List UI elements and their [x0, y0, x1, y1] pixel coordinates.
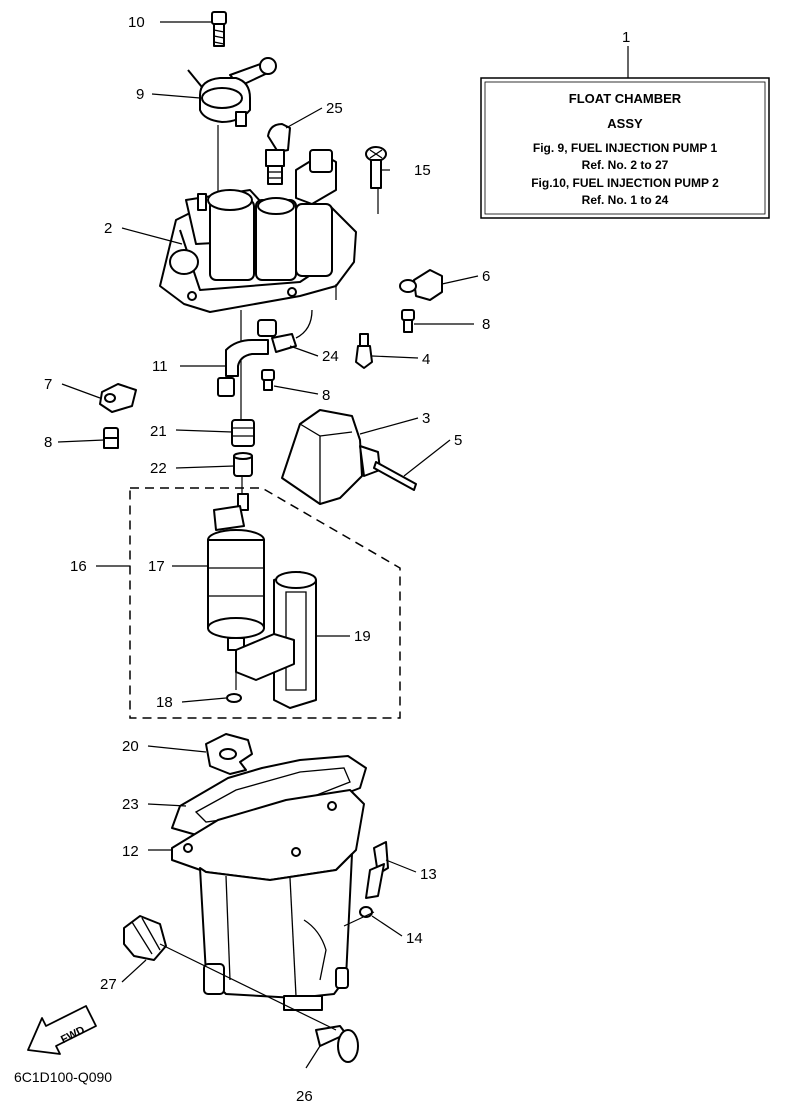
part-13-screw	[365, 841, 389, 899]
part-25-fitting	[265, 123, 291, 185]
part-21-grommet	[231, 419, 255, 447]
callout-6: 6	[482, 268, 490, 285]
part-6-clip	[399, 269, 443, 301]
callout-15: 15	[414, 162, 431, 179]
callout-25: 25	[326, 100, 343, 117]
callout-23: 23	[122, 796, 139, 813]
part-22-collar	[233, 452, 253, 477]
callout-22: 22	[150, 460, 167, 477]
callout-2: 2	[104, 220, 112, 237]
callout-17: 17	[148, 558, 165, 575]
part-20-holder	[205, 733, 253, 775]
info-box-title: FLOAT CHAMBER	[569, 91, 682, 106]
part-18-oring	[226, 693, 242, 703]
callout-4: 4	[422, 351, 430, 368]
part-16-group-outline	[129, 487, 401, 719]
callout-18: 18	[156, 694, 173, 711]
part-11-hose	[217, 339, 269, 397]
part-7-plate	[99, 383, 137, 413]
info-box-subtitle: ASSY	[607, 116, 643, 131]
part-2-pump-body	[159, 149, 357, 313]
info-box-line-4: Ref. No. 1 to 24	[582, 193, 669, 207]
part-19-strainer	[235, 571, 317, 709]
leader-lines	[57, 21, 479, 1069]
part-4-valve	[355, 333, 373, 369]
callout-1: 1	[622, 29, 630, 46]
info-box-line-1: Fig. 9, FUEL INJECTION PUMP 1	[533, 141, 718, 155]
part-3-filter-cover	[281, 409, 381, 505]
part-12-float-chamber	[171, 789, 365, 1011]
callout-8-upper: 8	[482, 316, 490, 333]
callout-27: 27	[100, 976, 117, 993]
callout-9: 9	[136, 86, 144, 103]
part-27-plug	[123, 915, 167, 961]
part-26-drain-plug	[315, 1025, 359, 1063]
callout-11: 11	[152, 358, 168, 375]
callout-labels: 10 9 25 15 2 6 8 4 24 11 8 7 8 3 5 21 22…	[44, 14, 490, 1105]
info-box: 1 FLOAT CHAMBER ASSY Fig. 9, FUEL INJECT…	[480, 29, 770, 219]
callout-10: 10	[128, 14, 145, 31]
callout-8-middle: 8	[322, 387, 330, 404]
callout-21: 21	[150, 423, 167, 440]
diagram-code: 6C1D100-Q090	[14, 1069, 112, 1085]
info-box-line-3: Fig.10, FUEL INJECTION PUMP 2	[531, 176, 719, 190]
part-8b-bolt	[261, 369, 275, 391]
part-10-bolt	[211, 11, 227, 47]
part-8c-bolt	[103, 427, 119, 449]
callout-12: 12	[122, 843, 139, 860]
callout-26: 26	[296, 1088, 313, 1105]
callout-13: 13	[420, 866, 437, 883]
part-24-hose-clamp	[257, 309, 313, 353]
part-5-pin	[373, 461, 417, 491]
callout-14: 14	[406, 930, 423, 947]
callout-5: 5	[454, 432, 462, 449]
callout-8-left: 8	[44, 434, 52, 451]
part-9-regulator	[187, 57, 277, 127]
callout-7: 7	[44, 376, 52, 393]
part-15-screw	[365, 146, 387, 189]
callout-24: 24	[322, 348, 339, 365]
callout-19: 19	[354, 628, 371, 645]
info-box-line-2: Ref. No. 2 to 27	[582, 158, 669, 172]
callout-16: 16	[70, 558, 87, 575]
fwd-arrow-icon: FWD	[27, 1005, 97, 1055]
part-8a-bolt	[401, 309, 415, 333]
callout-20: 20	[122, 738, 139, 755]
part-17-fuel-pump	[207, 476, 265, 690]
callout-3: 3	[422, 410, 430, 427]
